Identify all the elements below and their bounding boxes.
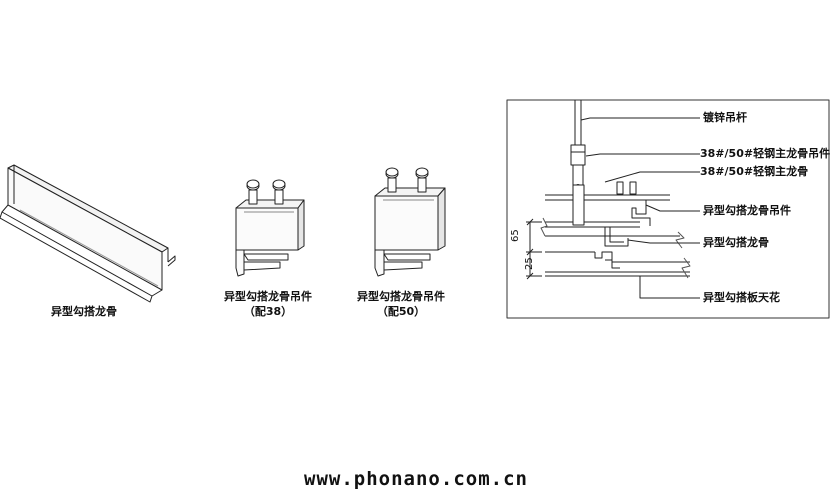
hanger-38-sublabel: （配38） xyxy=(243,305,293,318)
hanger-50-drawing xyxy=(374,167,446,277)
keel-drawing xyxy=(0,164,176,303)
hanger-50-sublabel: （配50） xyxy=(376,305,426,318)
section-detail xyxy=(506,99,830,319)
callout-profile-hanger: 异型勾搭龙骨吊件 xyxy=(703,204,791,217)
dimension-25: 25 xyxy=(524,257,535,270)
callout-main-keel: 38#/50#轻钢主龙骨 xyxy=(700,165,809,178)
hanger-38-drawing xyxy=(235,179,305,277)
dimension-65: 65 xyxy=(510,229,521,242)
callout-profile-keel: 异型勾搭龙骨 xyxy=(703,236,769,249)
hanger-38-label: 异型勾搭龙骨吊件 xyxy=(224,290,312,303)
footer-url: www.phonano.com.cn xyxy=(304,468,528,490)
callout-rod: 镀锌吊杆 xyxy=(703,111,747,124)
callout-main-keel-hanger: 38#/50#轻钢主龙骨吊件 xyxy=(700,147,831,160)
keel-label: 异型勾搭龙骨 xyxy=(51,305,117,318)
hanger-50-label: 异型勾搭龙骨吊件 xyxy=(357,290,445,303)
callout-ceiling-board: 异型勾搭板天花 xyxy=(703,291,780,304)
